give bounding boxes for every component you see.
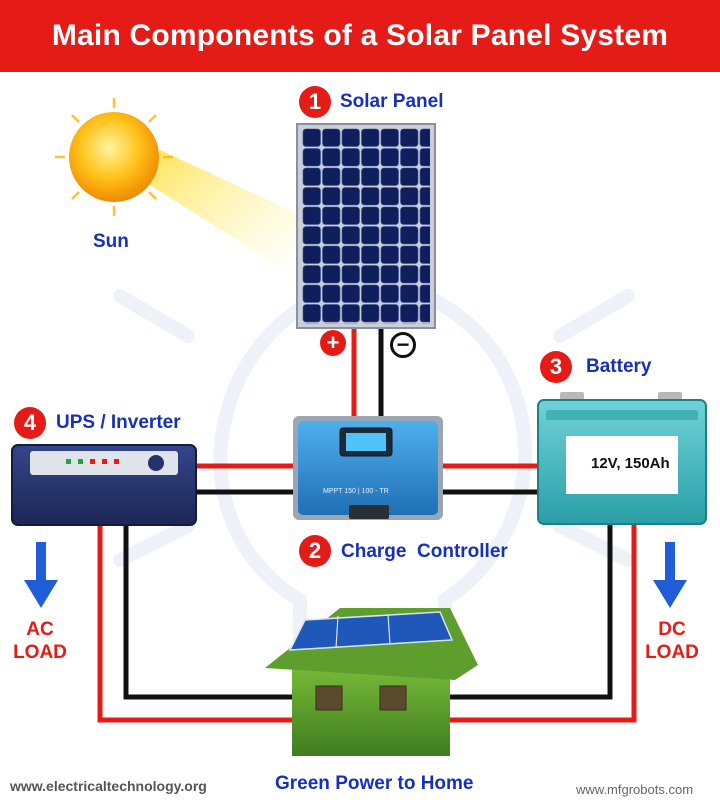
dc-load-line2: LOAD <box>645 642 699 663</box>
battery-spec-text: 12V, 150Ah <box>591 455 670 472</box>
dc-load-arrow <box>653 542 687 608</box>
battery-label: Battery <box>586 356 652 377</box>
diagram-canvas <box>11 98 707 756</box>
ups-inverter-graphic <box>11 444 197 526</box>
charge-controller-number-badge: 2 <box>299 535 331 567</box>
sun-graphic <box>55 98 300 280</box>
dc-load-label: DC LOAD <box>642 618 702 664</box>
dc-load-line1: DC <box>658 619 686 640</box>
battery-number-badge: 3 <box>540 351 572 383</box>
ac-load-arrow <box>24 542 58 608</box>
footer-source-right: www.mfgrobots.com <box>576 782 694 797</box>
wiring <box>97 328 637 723</box>
solar-panel-graphic <box>296 123 436 329</box>
solar-panel-label: Solar Panel <box>340 91 444 112</box>
ups-inverter-label: UPS / Inverter <box>56 412 181 433</box>
charge-controller-label: Charge Controller <box>341 541 508 562</box>
charge-controller-graphic <box>293 416 443 520</box>
solar-panel-number-badge: 1 <box>299 86 331 118</box>
ac-load-label: AC LOAD <box>10 618 70 664</box>
sun-label: Sun <box>93 231 129 252</box>
ac-load-line1: AC <box>26 619 54 640</box>
negative-terminal-icon: − <box>390 332 416 358</box>
ac-load-line2: LOAD <box>13 642 67 663</box>
title-bar: Main Components of a Solar Panel System <box>0 0 720 72</box>
diagram-title: Main Components of a Solar Panel System <box>51 19 669 52</box>
ups-inverter-number-badge: 4 <box>14 407 46 439</box>
footer-source-left: www.electricaltechnology.org <box>10 778 207 794</box>
positive-terminal-icon: + <box>320 330 346 356</box>
home-label: Green Power to Home <box>275 773 474 794</box>
controller-model-text: MPPT 150 | 100 - TR <box>323 488 389 495</box>
battery-graphic <box>537 392 707 525</box>
green-home-graphic <box>265 608 478 756</box>
